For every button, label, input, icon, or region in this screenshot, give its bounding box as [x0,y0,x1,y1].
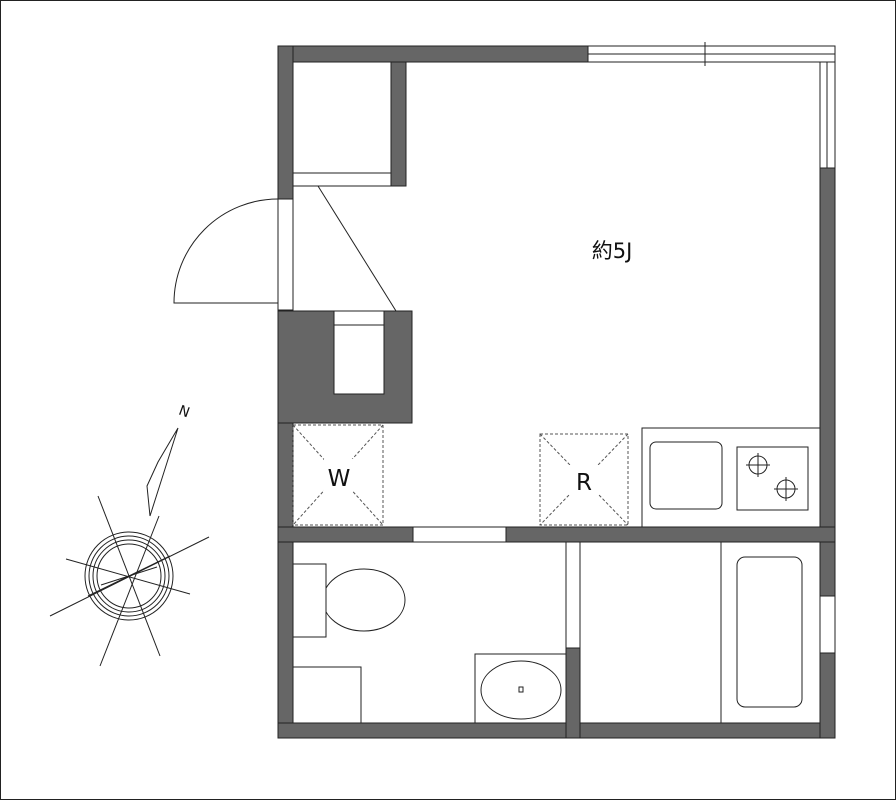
wall-partition-left [277,526,414,543]
window-top [587,42,836,66]
room-label: 約5J [592,239,633,263]
fridge-label: R [576,470,592,496]
kitchen-counter [641,427,821,528]
gas-burner-icon [736,446,809,511]
compass-icon [49,427,210,667]
wall-partition-right [505,526,836,543]
bath-cabinet [292,666,362,724]
entry-door-frame [277,198,294,311]
north-label: N [176,403,191,422]
washer-label: W [328,466,351,492]
doorway-bath [412,526,507,543]
wall-middle-lower [565,647,581,739]
closet-door-line [317,185,397,312]
window-bath [819,595,836,654]
wall-right-lower [819,652,836,739]
closet-shelf [292,172,392,187]
wall-closet-side [390,61,407,187]
wall-bottom [277,722,836,739]
washbasin-icon [474,653,567,724]
window-right [819,61,836,169]
bathtub-icon [736,556,803,708]
toilet-icon [292,563,406,638]
wall-left-upper [277,45,294,200]
walls [277,45,836,739]
wall-top [277,45,589,63]
wall-middle-upper [565,541,581,649]
shoe-cabinet-top [333,310,385,326]
fridge-space [539,433,629,526]
burner-rings [746,453,798,501]
door-swing-icon [173,198,279,304]
kitchen-sink-icon [649,441,723,510]
